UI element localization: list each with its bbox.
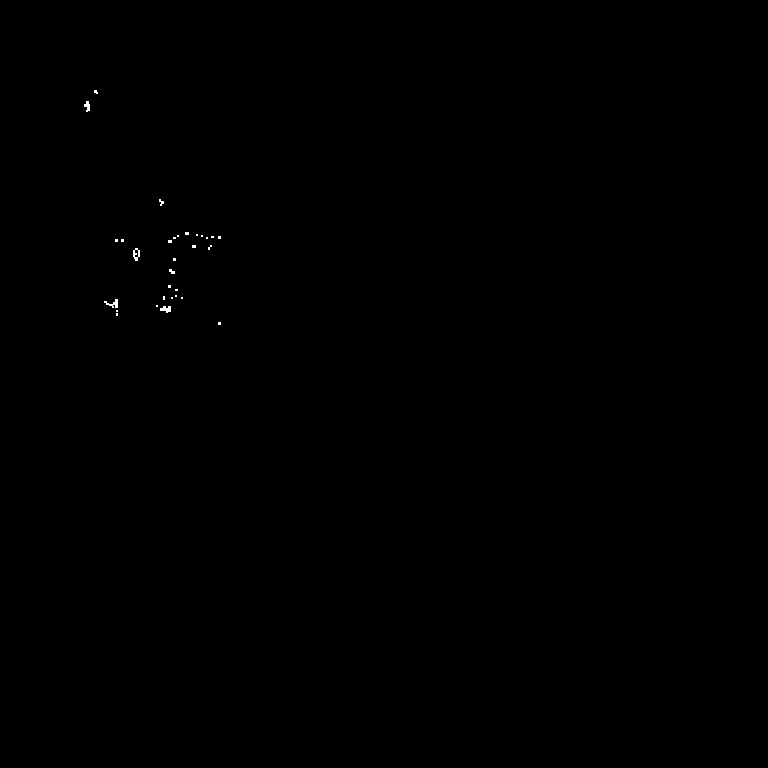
speckle: [168, 285, 171, 288]
speckle: [109, 304, 113, 306]
speckle: [163, 306, 166, 308]
speckle: [218, 322, 221, 325]
speckle: [106, 303, 109, 305]
speckle: [181, 297, 183, 299]
speckle: [115, 299, 118, 308]
speckle: [201, 235, 203, 237]
speckle: [96, 92, 98, 94]
speckle: [87, 106, 90, 111]
speckle: [134, 257, 138, 259]
speckle: [84, 104, 90, 107]
speckle: [112, 306, 114, 308]
speckle: [218, 236, 221, 239]
speckle: [138, 250, 140, 257]
speckle: [159, 199, 161, 202]
speckle: [161, 201, 164, 204]
speckle: [116, 310, 118, 312]
speckle: [166, 310, 168, 313]
speckle: [156, 305, 158, 307]
speckle: [185, 232, 189, 235]
speckle: [160, 308, 168, 311]
speckle: [115, 239, 118, 242]
speckle: [168, 306, 171, 312]
speckle: [121, 239, 124, 242]
speckle: [113, 302, 116, 305]
speckle: [208, 247, 210, 250]
speckle: [160, 204, 162, 206]
speckle: [94, 90, 97, 93]
speckle: [168, 240, 172, 243]
speckle: [211, 236, 214, 238]
speckle: [86, 101, 89, 104]
speckle: [135, 253, 137, 255]
speckle: [171, 271, 175, 274]
speckle: [173, 258, 176, 261]
speckle: [206, 237, 208, 239]
speckle: [210, 245, 212, 247]
speckle: [171, 297, 173, 299]
speckle: [177, 235, 179, 237]
speckle: [175, 289, 178, 291]
speckle: [169, 269, 172, 272]
speckle: [163, 296, 165, 300]
speckle: [175, 295, 177, 297]
speckle: [135, 259, 138, 261]
speckle: [133, 250, 135, 257]
speckle: [192, 245, 196, 248]
speckle: [196, 234, 198, 236]
speckle: [116, 313, 118, 316]
speckle: [135, 248, 138, 250]
speckle: [86, 110, 88, 112]
speckle: [104, 301, 107, 303]
speckle: [173, 237, 176, 239]
